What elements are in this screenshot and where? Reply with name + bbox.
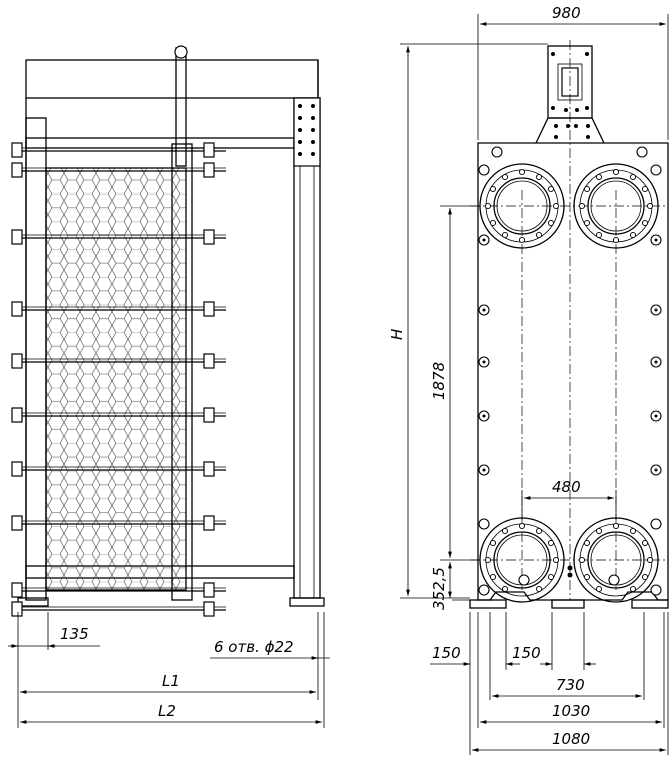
- dim-L2: L2: [158, 702, 176, 720]
- foot-right: [289, 597, 325, 607]
- top-beam: [25, 59, 319, 99]
- front-foot-right: [631, 599, 669, 609]
- pressure-plate: [171, 143, 193, 601]
- dim-980: 980: [552, 4, 581, 22]
- dim-1030: 1030: [552, 702, 590, 720]
- dim-135: 135: [60, 625, 89, 643]
- dim-352-5: 352,5: [430, 567, 448, 610]
- dim-150-center: 150: [512, 644, 541, 662]
- column-head: [293, 97, 321, 167]
- dim-H: H: [388, 329, 406, 340]
- dim-730: 730: [556, 676, 585, 694]
- upper-guide-bar: [25, 137, 295, 149]
- plate-pack: [45, 167, 187, 591]
- dim-1878: 1878: [430, 362, 448, 400]
- dim-holes: 6 отв. ϕ22: [214, 638, 294, 656]
- dim-1080: 1080: [552, 730, 590, 748]
- dim-150-left: 150: [432, 644, 461, 662]
- side-view: 135 6 отв. ϕ22 L1 L2: [8, 45, 330, 728]
- front-view: 980 H 1878 480 352,5 150 150 730 1030 10…: [388, 4, 669, 755]
- roller-icon: [174, 45, 188, 59]
- support-column: [293, 97, 321, 599]
- front-foot-left: [469, 599, 507, 609]
- front-foot-center: [551, 599, 585, 609]
- dim-L1: L1: [162, 672, 180, 690]
- tie-bolts: [11, 142, 226, 617]
- dim-480: 480: [552, 478, 581, 496]
